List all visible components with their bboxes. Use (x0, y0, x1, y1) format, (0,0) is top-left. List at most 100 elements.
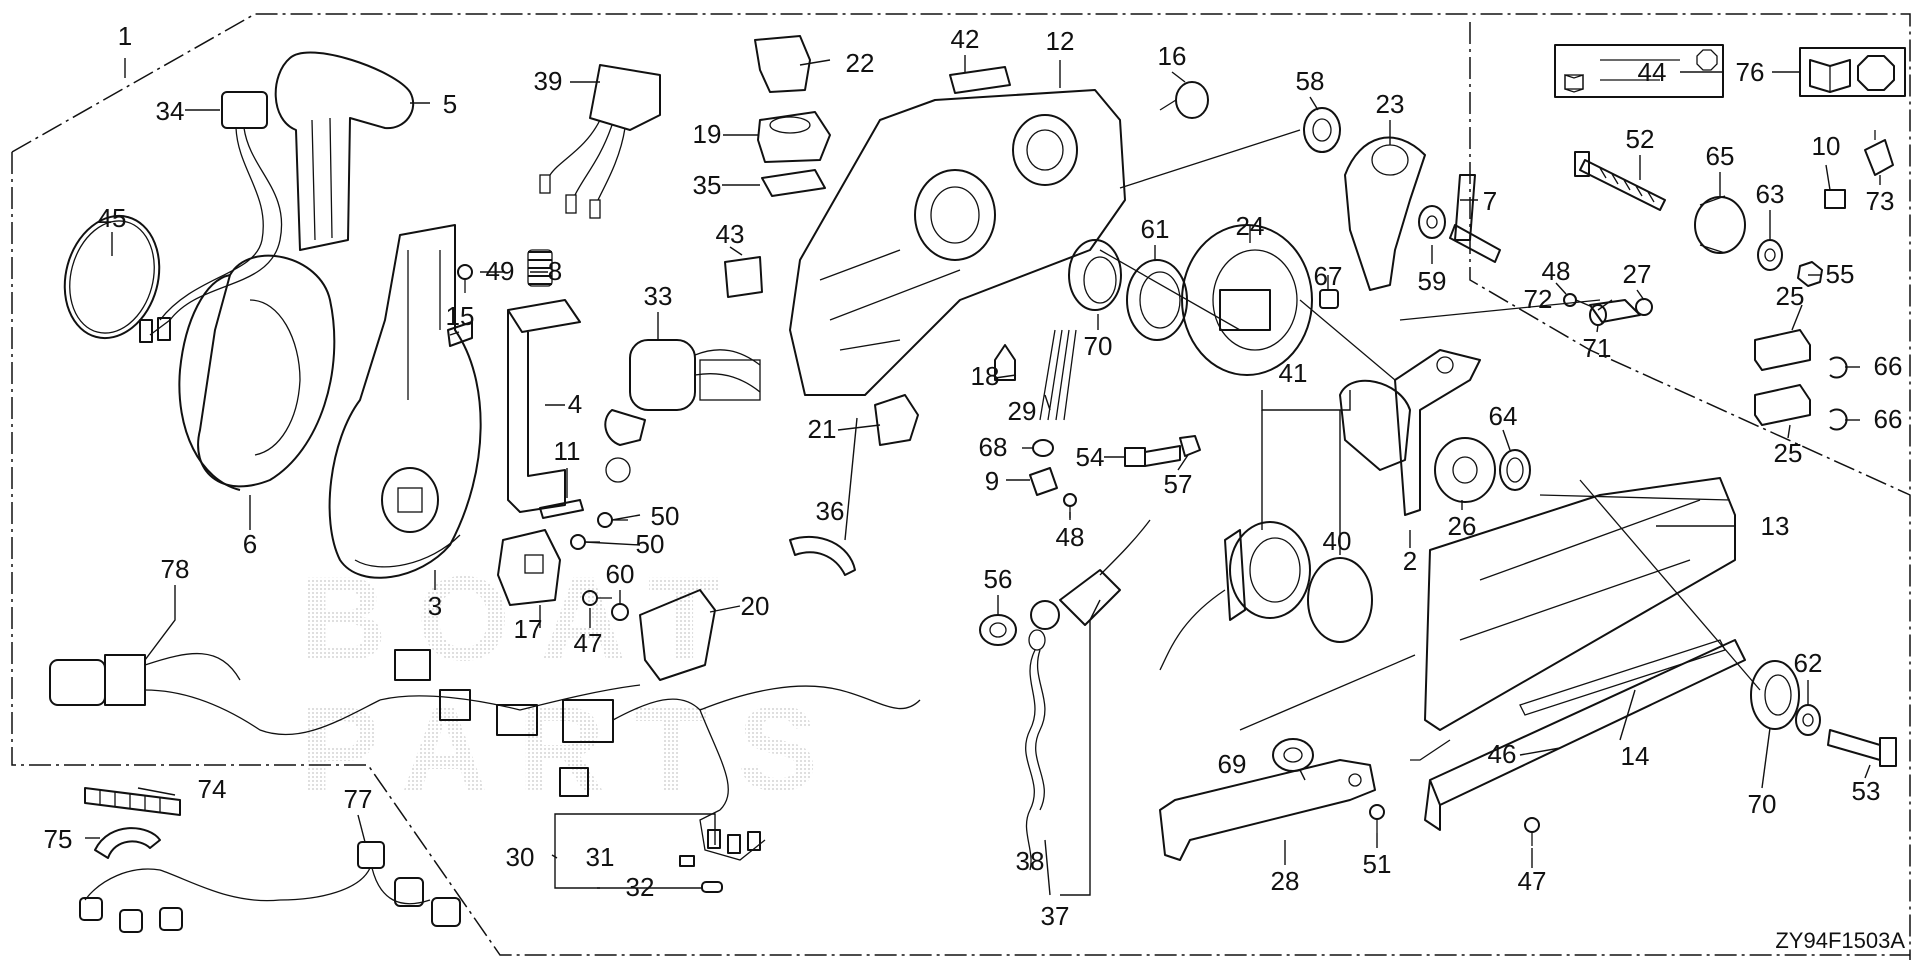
part-55-nut (1797, 261, 1823, 287)
part-6-cover (178, 254, 336, 491)
callout-27: 27 (1623, 259, 1652, 289)
callout-3: 3 (428, 591, 442, 621)
callout-47: 47 (574, 628, 603, 658)
callout-7: 7 (1483, 186, 1497, 216)
group-border (11, 13, 1911, 960)
callout-63: 63 (1756, 179, 1785, 209)
callout-31: 31 (586, 842, 615, 872)
part-31-terminal (679, 855, 695, 867)
part-67-nut (1319, 289, 1339, 309)
callout-44: 44 (1638, 57, 1667, 87)
callout-77: 77 (344, 784, 373, 814)
part-65-roller (1694, 195, 1746, 254)
callout-48b: 48 (1542, 256, 1571, 286)
part-22-cap (754, 35, 811, 93)
part-63-washer (1757, 239, 1783, 271)
callout-71: 71 (1583, 333, 1612, 363)
part-57-nut (1179, 435, 1201, 457)
callout-74: 74 (198, 774, 227, 804)
callout-75: 75 (44, 824, 73, 854)
assembly-guides (1099, 129, 1761, 761)
part-61-ring (1126, 259, 1188, 341)
part-69-collar (1272, 738, 1314, 772)
part-68-cap (1032, 439, 1054, 457)
svg-text:PARTS: PARTS (300, 682, 848, 816)
part-38-lanyard (1025, 629, 1046, 871)
callout-34: 34 (156, 96, 185, 126)
callout-18: 18 (971, 361, 1000, 391)
callout-29: 29 (1008, 396, 1037, 426)
callout-4: 4 (568, 389, 582, 419)
part-18-clip (994, 344, 1016, 381)
callout-17: 17 (514, 614, 543, 644)
part-66-clip-lower (1829, 408, 1848, 431)
callout-36: 36 (816, 496, 845, 526)
part-54-bolt (1124, 445, 1181, 467)
callout-23: 23 (1376, 89, 1405, 119)
part-51-screw (1369, 804, 1385, 833)
part-72-plate (1589, 299, 1641, 323)
book-icon (1564, 74, 1584, 93)
part-12-control-case (789, 89, 1126, 396)
part-59-washer (1418, 205, 1446, 239)
part-64-ring (1499, 449, 1531, 491)
part-48-screw-upper (1563, 293, 1591, 307)
callout-32: 32 (626, 872, 655, 902)
part-75-clamp (94, 827, 161, 859)
part-30-connector-harness (496, 685, 921, 861)
callout-28: 28 (1271, 866, 1300, 896)
callout-38: 38 (1016, 846, 1045, 876)
callout-33: 33 (644, 281, 673, 311)
callout-65: 65 (1706, 141, 1735, 171)
callout-52: 52 (1626, 124, 1655, 154)
part-53-bolt (1827, 729, 1897, 767)
part-43-label (724, 256, 763, 298)
callout-73: 73 (1866, 186, 1895, 216)
part-21-clamp (874, 394, 919, 446)
callout-58: 58 (1296, 66, 1325, 96)
part-19-holder (757, 111, 831, 163)
callout-60: 60 (606, 559, 635, 589)
stop-icon (1696, 49, 1718, 71)
diagram-code: ZY94F1503A (1775, 928, 1905, 953)
callout-66: 66 (1874, 351, 1903, 381)
callout-13: 13 (1761, 511, 1790, 541)
callout-50b: 50 (636, 529, 665, 559)
part-36-band (789, 535, 856, 576)
callout-35: 35 (693, 170, 722, 200)
callout-1: 1 (118, 21, 132, 51)
leader-lines (85, 55, 1881, 896)
part-7-shaft (1449, 174, 1501, 263)
part-77-harness (79, 841, 461, 933)
callout-24: 24 (1236, 211, 1265, 241)
callout-54: 54 (1076, 442, 1105, 472)
callout-14: 14 (1621, 741, 1650, 771)
callout-43: 43 (716, 219, 745, 249)
callout-50: 50 (651, 501, 680, 531)
callout-70b: 70 (1748, 789, 1777, 819)
callout-61: 61 (1141, 214, 1170, 244)
callout-37: 37 (1041, 901, 1070, 931)
callout-15: 15 (446, 301, 475, 331)
part-74-tube (84, 787, 181, 816)
callout-25b: 25 (1774, 438, 1803, 468)
callout-22: 22 (846, 48, 875, 78)
callout-26: 26 (1448, 511, 1477, 541)
part-56-nut (979, 614, 1017, 646)
callout-49: 49 (486, 256, 515, 286)
part-33-ignition-switch (604, 339, 761, 483)
part-47-screw-left (582, 590, 612, 606)
callout-69: 69 (1218, 749, 1247, 779)
watermark: BOAT PARTS (300, 552, 848, 816)
callout-62: 62 (1794, 648, 1823, 678)
callout-78: 78 (161, 554, 190, 584)
part-9-pad (1029, 467, 1058, 496)
part-26-gear (1434, 437, 1496, 503)
callout-39: 39 (534, 66, 563, 96)
callout-55: 55 (1826, 259, 1855, 289)
part-28-lever (1159, 759, 1376, 861)
part-73-clip (1864, 130, 1894, 176)
part-34-switch (139, 91, 283, 343)
part-17-block (497, 529, 561, 606)
callout-68: 68 (979, 432, 1008, 462)
